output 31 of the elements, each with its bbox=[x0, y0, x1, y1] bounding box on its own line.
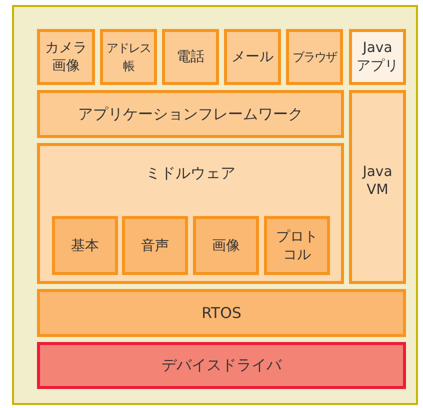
app-block bbox=[224, 29, 281, 85]
app-block bbox=[349, 29, 406, 85]
layer-block bbox=[193, 216, 259, 275]
layer-label: アプリケーションフレームワーク bbox=[78, 104, 303, 124]
layer-block bbox=[349, 90, 406, 284]
app-block bbox=[286, 29, 343, 85]
frame-background bbox=[12, 5, 418, 405]
layer-label: アドレス帳 bbox=[106, 40, 152, 75]
app-block bbox=[100, 29, 157, 85]
app-block bbox=[37, 29, 95, 85]
layer-label: カメラ画像 bbox=[44, 39, 88, 75]
layer-label: デバイスドライバ bbox=[162, 356, 282, 375]
layer-block bbox=[264, 216, 330, 275]
layer-label: プロトコル bbox=[275, 228, 319, 264]
layer-block bbox=[37, 342, 406, 389]
app-block bbox=[162, 29, 219, 85]
layer-label: Java VM bbox=[361, 163, 394, 199]
layer-block bbox=[37, 90, 344, 138]
layer-label: 画像 bbox=[212, 236, 240, 254]
layer-label: RTOS bbox=[202, 304, 242, 322]
layer-block bbox=[37, 143, 344, 284]
layer-label: 音声 bbox=[141, 236, 169, 254]
layer-label: 基本 bbox=[71, 236, 99, 254]
layer-block bbox=[122, 216, 188, 275]
layer-label: ブラウザ bbox=[292, 49, 336, 66]
layer-label: メール bbox=[232, 48, 274, 66]
layer-label: ミドルウェア bbox=[146, 164, 236, 183]
layer-block bbox=[52, 216, 118, 275]
layer-label: 電話 bbox=[176, 48, 204, 66]
layer-block bbox=[37, 289, 406, 337]
layer-label: Java アプリ bbox=[356, 39, 400, 75]
